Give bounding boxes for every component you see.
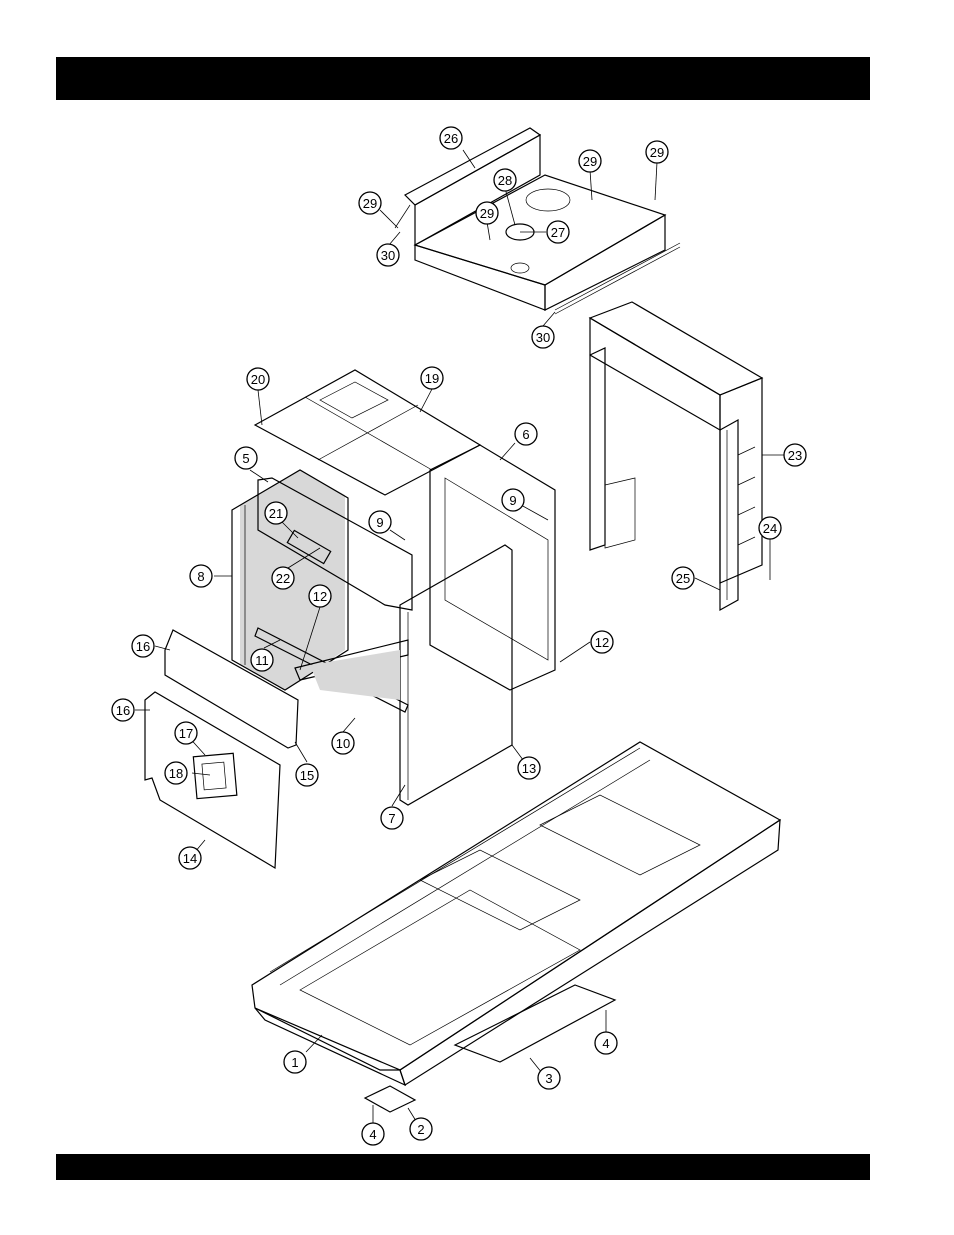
callout-number: 17	[179, 726, 193, 741]
callout-8: 8	[190, 565, 212, 587]
front-panel	[400, 545, 512, 805]
callout-number: 29	[650, 145, 664, 160]
callout-30: 30	[377, 244, 399, 266]
callout-25: 25	[672, 567, 694, 589]
callout-number: 13	[522, 761, 536, 776]
callout-4: 4	[362, 1123, 384, 1145]
callout-number: 7	[388, 811, 395, 826]
roof-assembly	[395, 128, 680, 314]
callout-28: 28	[494, 169, 516, 191]
callout-number: 12	[595, 635, 609, 650]
callout-5: 5	[235, 447, 257, 469]
callout-number: 18	[169, 766, 183, 781]
callout-number: 16	[136, 639, 150, 654]
callout-4: 4	[595, 1032, 617, 1054]
callout-number: 6	[522, 427, 529, 442]
callout-27: 27	[547, 221, 569, 243]
callout-3: 3	[538, 1067, 560, 1089]
callout-number: 11	[255, 653, 269, 668]
callout-group: 1234456789910111212131415161617181920212…	[112, 127, 806, 1145]
callout-16: 16	[112, 699, 134, 721]
rear-frame	[590, 302, 762, 610]
callout-11: 11	[251, 649, 273, 671]
callout-29: 29	[476, 202, 498, 224]
callout-15: 15	[296, 764, 318, 786]
base-frame	[252, 742, 780, 1085]
callout-number: 29	[363, 196, 377, 211]
callout-26: 26	[440, 127, 462, 149]
callout-29: 29	[359, 192, 381, 214]
callout-number: 26	[444, 131, 458, 146]
callout-number: 25	[676, 571, 690, 586]
callout-number: 2	[417, 1122, 424, 1137]
callout-number: 20	[251, 372, 265, 387]
callout-number: 1	[291, 1055, 298, 1070]
callout-number: 23	[788, 448, 802, 463]
callout-12: 12	[591, 631, 613, 653]
callout-number: 8	[197, 569, 204, 584]
callout-14: 14	[179, 847, 201, 869]
callout-number: 30	[536, 330, 550, 345]
callout-number: 29	[583, 154, 597, 169]
callout-number: 5	[242, 451, 249, 466]
callout-number: 9	[509, 493, 516, 508]
callout-7: 7	[381, 807, 403, 829]
callout-number: 4	[369, 1127, 376, 1142]
callout-29: 29	[579, 150, 601, 172]
callout-number: 21	[269, 506, 283, 521]
right-side-panel	[430, 445, 555, 690]
callout-30: 30	[532, 326, 554, 348]
callout-20: 20	[247, 368, 269, 390]
callout-19: 19	[421, 367, 443, 389]
callout-22: 22	[272, 567, 294, 589]
callout-number: 24	[763, 521, 777, 536]
callout-17: 17	[175, 722, 197, 744]
callout-16: 16	[132, 635, 154, 657]
callout-number: 19	[425, 371, 439, 386]
callout-number: 30	[381, 248, 395, 263]
callout-9: 9	[369, 511, 391, 533]
callout-13: 13	[518, 757, 540, 779]
callout-9: 9	[502, 489, 524, 511]
callout-number: 16	[116, 703, 130, 718]
callout-number: 3	[545, 1071, 552, 1086]
callout-1: 1	[284, 1051, 306, 1073]
callout-18: 18	[165, 762, 187, 784]
callout-number: 15	[300, 768, 314, 783]
callout-number: 9	[376, 515, 383, 530]
callout-24: 24	[759, 517, 781, 539]
callout-23: 23	[784, 444, 806, 466]
callout-number: 27	[551, 225, 565, 240]
callout-12: 12	[309, 585, 331, 607]
callout-number: 29	[480, 206, 494, 221]
callout-number: 28	[498, 173, 512, 188]
callout-2: 2	[410, 1118, 432, 1140]
callout-number: 12	[313, 589, 327, 604]
bottom-plates	[365, 985, 615, 1112]
callout-number: 14	[183, 851, 197, 866]
callout-number: 22	[276, 571, 290, 586]
callout-6: 6	[515, 423, 537, 445]
callout-21: 21	[265, 502, 287, 524]
callout-number: 4	[602, 1036, 609, 1051]
callout-number: 10	[336, 736, 350, 751]
callout-29: 29	[646, 141, 668, 163]
callout-10: 10	[332, 732, 354, 754]
